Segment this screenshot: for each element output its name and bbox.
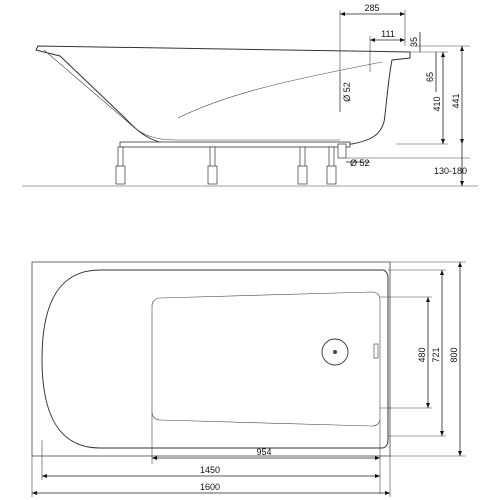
leg: [209, 146, 216, 168]
tub-side-profile: [35, 45, 411, 145]
dim-721: 721: [431, 347, 441, 362]
dim-111: 111: [381, 29, 395, 39]
arrowheads: [32, 12, 464, 495]
support-frame: [119, 141, 351, 148]
dim-954: 954: [256, 447, 271, 457]
drain-center: [333, 350, 337, 354]
dim-285: 285: [364, 3, 379, 13]
dim-pipe-diameter-bottom: Ø 52: [350, 158, 370, 168]
dim-35: 35: [409, 37, 419, 47]
tub-inner-basin: [41, 269, 389, 449]
leg: [299, 146, 306, 168]
overflow: [373, 343, 379, 359]
leg-foot: [207, 165, 218, 185]
dim-65: 65: [425, 72, 435, 82]
tub-backrest-curve: [177, 61, 383, 119]
leg: [328, 146, 335, 168]
leg: [117, 146, 124, 168]
tub-floor: [151, 291, 381, 427]
top-view: 480 721 800 954 1450 1600: [31, 261, 466, 497]
dim-410: 410: [432, 96, 442, 111]
tub-inner-line: [43, 49, 340, 141]
dim-480: 480: [417, 347, 427, 362]
dim-1450: 1450: [200, 465, 220, 475]
drain-pipe: [337, 143, 347, 159]
leg-foot: [115, 165, 126, 185]
dim-1600: 1600: [200, 482, 220, 492]
dim-441: 441: [451, 93, 461, 108]
leg-foot: [326, 165, 337, 185]
dim-pipe-diameter-top: Ø 52: [342, 82, 352, 102]
dim-height-range: 130-180: [434, 166, 467, 176]
leg-foot: [297, 165, 308, 185]
side-view: 285 111 35 65 Ø 52 410 441 Ø 52 130-180: [22, 3, 478, 187]
dim-800: 800: [449, 347, 459, 362]
